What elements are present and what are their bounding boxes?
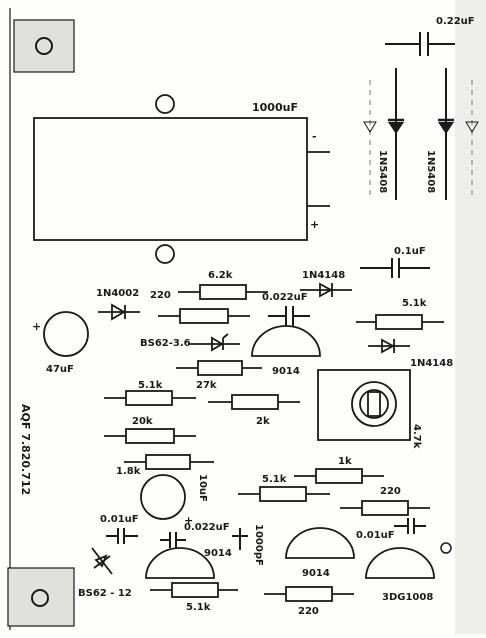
resistor-5-1k-bottom <box>150 582 238 598</box>
diode-1n4148-top <box>300 282 352 298</box>
label-board-code: AQF 7.820.712 <box>19 404 32 495</box>
resistor-5-1k-left <box>104 390 196 406</box>
diode-1n4002 <box>98 303 140 321</box>
label-6-2k: 6.2k <box>208 270 233 281</box>
label-1000uf: 1000uF <box>252 101 298 114</box>
label-2k: 2k <box>256 416 270 427</box>
transistor-9014-top <box>251 325 321 357</box>
transistor-3dg1008 <box>365 547 435 579</box>
resistor-1-8k <box>124 454 214 470</box>
label-bs62-3-6: BS62-3.6 <box>140 338 191 349</box>
label-4-7k: 4.7k <box>411 424 422 449</box>
capacitor-10uf <box>140 474 186 520</box>
label-bs62-12: BS62 - 12 <box>78 588 132 599</box>
resistor-2k <box>208 394 300 410</box>
label-0-022uf-mid: 0.022uF <box>262 292 308 303</box>
label-1k: 1k <box>338 456 352 467</box>
label-1-8k: 1.8k <box>116 466 141 477</box>
label-0-1uf: 0.1uF <box>394 246 426 257</box>
label-9014-low: 9014 <box>204 548 232 559</box>
diode-1n4148-bottom <box>368 338 410 354</box>
capacitor-0-01uf-right <box>394 518 426 534</box>
label-10uf-plus: + <box>184 514 193 527</box>
resistor-220-left <box>158 308 250 324</box>
label-1n4148-bottom: 1N4148 <box>410 358 453 369</box>
label-47uf: 47uF <box>46 364 74 375</box>
label-5-1k-mid: 5.1k <box>262 474 287 485</box>
label-0-022uf-low: 0.022uF <box>184 522 230 533</box>
capacitor-0-022uf-mid <box>268 306 310 326</box>
resistor-20k <box>104 428 196 444</box>
label-9014-top: 9014 <box>272 366 300 377</box>
resistor-220-bottom <box>264 586 354 602</box>
right-edge-shade <box>455 0 486 634</box>
label-1n5408-left: 1N5408 <box>377 150 388 193</box>
capacitor-0-022uf-low <box>160 532 186 548</box>
zener-bs62-3-6 <box>188 333 240 352</box>
resistor-6-2k <box>178 284 268 300</box>
label-1n4002: 1N4002 <box>96 288 139 299</box>
label-27k: 27k <box>196 380 217 391</box>
mounting-hole-bottom-left <box>7 567 75 627</box>
label-220-right: 220 <box>380 486 401 497</box>
label-9014-right: 9014 <box>302 568 330 579</box>
capacitor-0-1uf <box>360 258 430 278</box>
zener-bs62-12 <box>91 547 113 575</box>
label-20k: 20k <box>132 416 153 427</box>
label-0-01uf-left: 0.01uF <box>100 514 139 525</box>
label-0-01uf-right: 0.01uF <box>356 530 395 541</box>
capacitor-1000uf <box>33 94 330 264</box>
capacitor-1000pf <box>232 528 248 550</box>
label-10uf: 10uF <box>197 474 208 502</box>
resistor-220-right <box>340 500 430 516</box>
label-3dg1008: 3DG1008 <box>382 592 433 603</box>
label-plus: + <box>310 218 319 231</box>
resistor-5-1k-right <box>356 314 444 330</box>
label-5-1k-left: 5.1k <box>138 380 163 391</box>
label-minus: - <box>312 130 317 143</box>
resistor-1k <box>294 468 384 484</box>
label-47uf-plus: + <box>32 320 41 333</box>
label-1n4148-top: 1N4148 <box>302 270 345 281</box>
label-0-22uf-top: 0.22uF <box>436 16 475 27</box>
pad-hole-right <box>440 542 452 554</box>
diode-1n5408-left <box>363 68 404 200</box>
mounting-hole-top-left <box>13 19 75 73</box>
label-5-1k-right: 5.1k <box>402 298 427 309</box>
potentiometer-4-7k <box>317 369 411 441</box>
label-5-1k-bottom: 5.1k <box>186 602 211 613</box>
label-1n5408-right: 1N5408 <box>425 150 436 193</box>
capacitor-0-01uf-left <box>106 528 138 544</box>
label-220-left: 220 <box>150 290 171 301</box>
label-220-bottom: 220 <box>298 606 319 617</box>
resistor-27k <box>176 360 262 376</box>
resistor-5-1k-mid <box>238 486 330 502</box>
diode-1n5408-right <box>438 68 479 200</box>
capacitor-0-22uf-top <box>385 32 455 56</box>
transistor-9014-right <box>285 527 355 559</box>
label-1000pf: 1000pF <box>253 524 264 566</box>
transistor-9014-low <box>145 547 215 579</box>
capacitor-47uf <box>43 311 89 357</box>
